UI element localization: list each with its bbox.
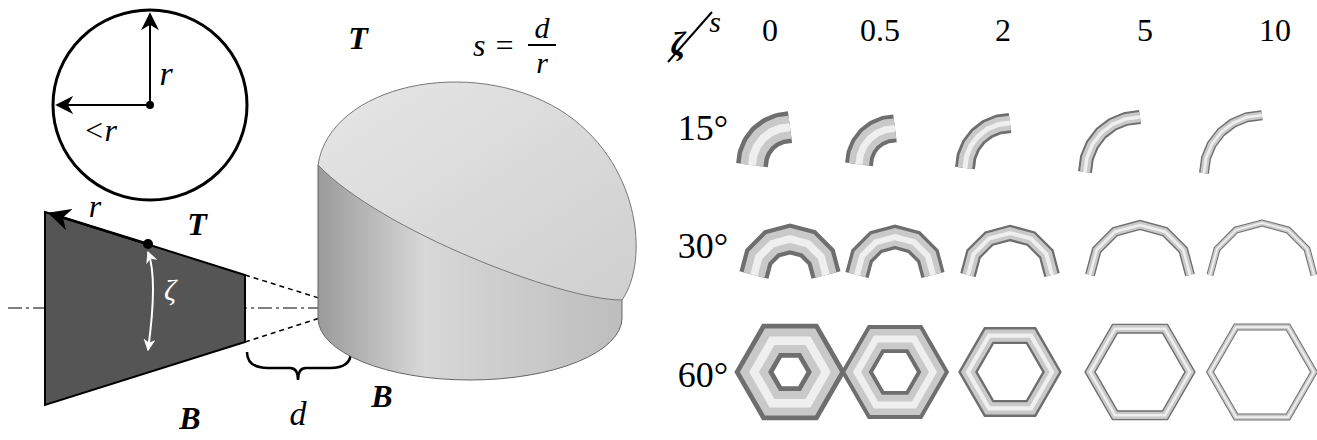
figure-label: d (535, 13, 550, 43)
figure-label: s = (473, 29, 515, 61)
figure-label: ζ (671, 27, 686, 61)
cross-section (53, 10, 247, 200)
figure-label: T (348, 22, 368, 54)
figure-label: 2 (995, 14, 1011, 46)
figure-label: B (371, 380, 392, 412)
figure-label: 60° (678, 357, 728, 393)
figure-label: 30° (678, 228, 728, 264)
figure-label: B (179, 402, 200, 434)
figure-label: 5 (1137, 14, 1153, 46)
figure-label: r (89, 190, 101, 222)
figure-label: T (187, 208, 207, 240)
tube-grid (752, 115, 1314, 417)
figure-label: r (536, 48, 548, 78)
figure-label: 0 (762, 14, 778, 46)
figure-label: r (159, 57, 172, 91)
figure-label: 10 (1259, 14, 1291, 46)
figure-label: 15° (678, 110, 728, 146)
figure-label: <r (83, 114, 117, 146)
header-slash (668, 12, 712, 62)
cut-cylinder (318, 45, 636, 380)
profile-section (8, 212, 351, 405)
figure-label: s (709, 7, 721, 37)
figure-label: 0.5 (860, 14, 900, 46)
figure-label: ζ (164, 275, 176, 305)
figure-label: d (290, 397, 307, 431)
